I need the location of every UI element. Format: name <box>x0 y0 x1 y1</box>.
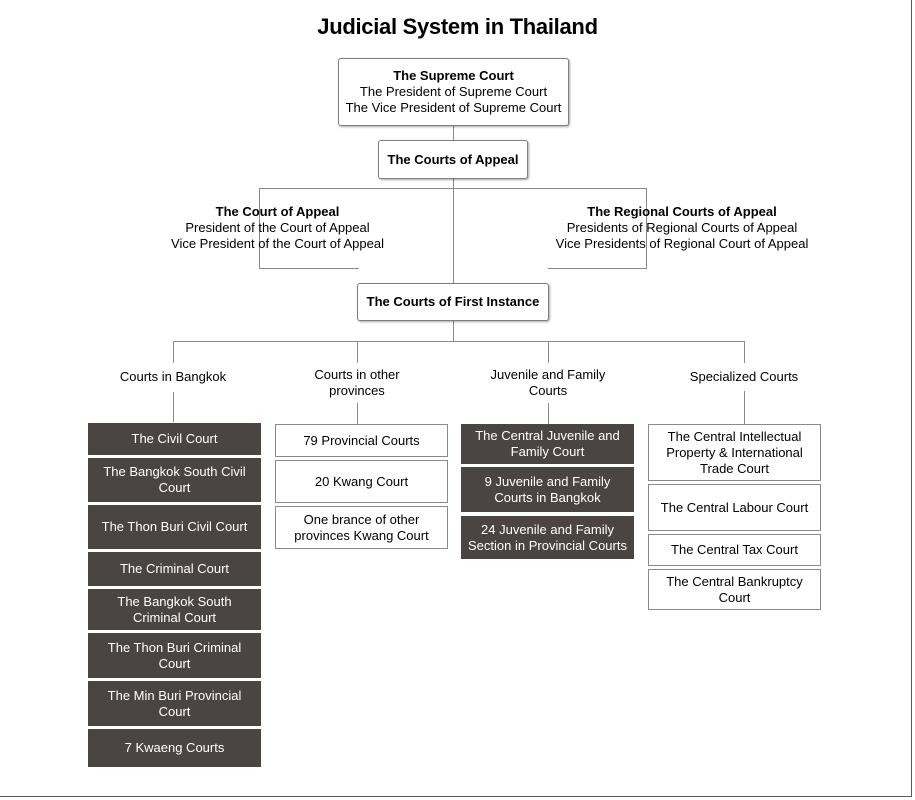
supreme-court-vice-president: The Vice President of Supreme Court <box>345 100 562 115</box>
connector-line <box>259 268 359 269</box>
court-box-thon-buri-civil: The Thon Buri Civil Court <box>88 505 261 549</box>
courts-of-appeal-title: The Courts of Appeal <box>387 151 519 167</box>
court-of-appeal-block: The Court of Appeal President of the Cou… <box>140 202 415 254</box>
connector-line <box>173 341 745 342</box>
connector-line <box>548 341 549 363</box>
connector-line <box>259 188 647 189</box>
court-box-min-buri-provincial: The Min Buri Provincial Court <box>88 681 261 726</box>
category-label-specialized: Specialized Courts <box>689 369 799 384</box>
court-of-appeal-vice-president: Vice President of the Court of Appeal <box>171 236 384 251</box>
connector-line <box>453 321 454 341</box>
court-box-provincial: 79 Provincial Courts <box>275 424 448 457</box>
connector-line <box>646 188 647 268</box>
supreme-court-title: The Supreme Court <box>393 68 514 83</box>
court-box-civil: The Civil Court <box>88 423 261 455</box>
connector-line <box>744 341 745 363</box>
court-box-juvenile-provincial: 24 Juvenile and Family Section in Provin… <box>461 516 634 559</box>
court-of-appeal-president: President of the Court of Appeal <box>185 220 370 235</box>
category-label-bangkok: Courts in Bangkok <box>119 369 227 384</box>
connector-line <box>744 391 745 424</box>
connector-line <box>548 403 549 425</box>
courts-of-appeal-box: The Courts of Appeal <box>378 140 528 179</box>
connector-line <box>173 392 174 422</box>
regional-courts-of-appeal-block: The Regional Courts of Appeal Presidents… <box>542 202 822 254</box>
connector-line <box>453 179 454 283</box>
court-box-one-branch-kwang: One brance of other provinces Kwang Cour… <box>275 506 448 549</box>
connector-line <box>453 126 454 140</box>
courts-of-first-instance-title: The Courts of First Instance <box>366 294 540 309</box>
court-box-kwaeng: 7 Kwaeng Courts <box>88 729 261 767</box>
regional-courts-of-appeal-presidents: Presidents of Regional Courts of Appeal <box>566 220 798 235</box>
court-box-criminal: The Criminal Court <box>88 552 261 586</box>
category-label-juvenile: Juvenile and Family Courts <box>490 367 606 398</box>
regional-courts-of-appeal-title: The Regional Courts of Appeal <box>587 204 777 219</box>
connector-line <box>259 188 260 268</box>
court-box-tax: The Central Tax Court <box>648 534 821 566</box>
supreme-court-box: The Supreme Court The President of Supre… <box>338 58 569 126</box>
court-box-bankruptcy: The Central Bankruptcy Court <box>648 569 821 610</box>
regional-courts-of-appeal-vice-presidents: Vice Presidents of Regional Court of App… <box>555 236 809 251</box>
court-box-bangkok-south-civil: The Bangkok South Civil Court <box>88 458 261 502</box>
court-box-thon-buri-criminal: The Thon Buri Criminal Court <box>88 633 261 678</box>
court-box-central-juvenile: The Central Juvenile and Family Court <box>461 424 634 464</box>
connector-line <box>173 341 174 363</box>
category-label-provinces: Courts in other provinces <box>314 367 400 398</box>
court-box-labour: The Central Labour Court <box>648 484 821 531</box>
court-box-kwang: 20 Kwang Court <box>275 460 448 503</box>
connector-line <box>357 341 358 363</box>
courts-of-first-instance-box: The Courts of First Instance <box>357 283 549 321</box>
page-title: Judicial System in Thailand <box>317 14 598 39</box>
court-of-appeal-title: The Court of Appeal <box>215 204 340 219</box>
connector-line <box>357 403 358 425</box>
supreme-court-president: The President of Supreme Court <box>359 84 548 99</box>
court-box-ip-trade: The Central Intellectual Property & Inte… <box>648 424 821 481</box>
connector-line <box>548 268 647 269</box>
court-box-juvenile-bangkok: 9 Juvenile and Family Courts in Bangkok <box>461 467 634 512</box>
court-box-bangkok-south-criminal: The Bangkok South Criminal Court <box>88 589 261 630</box>
